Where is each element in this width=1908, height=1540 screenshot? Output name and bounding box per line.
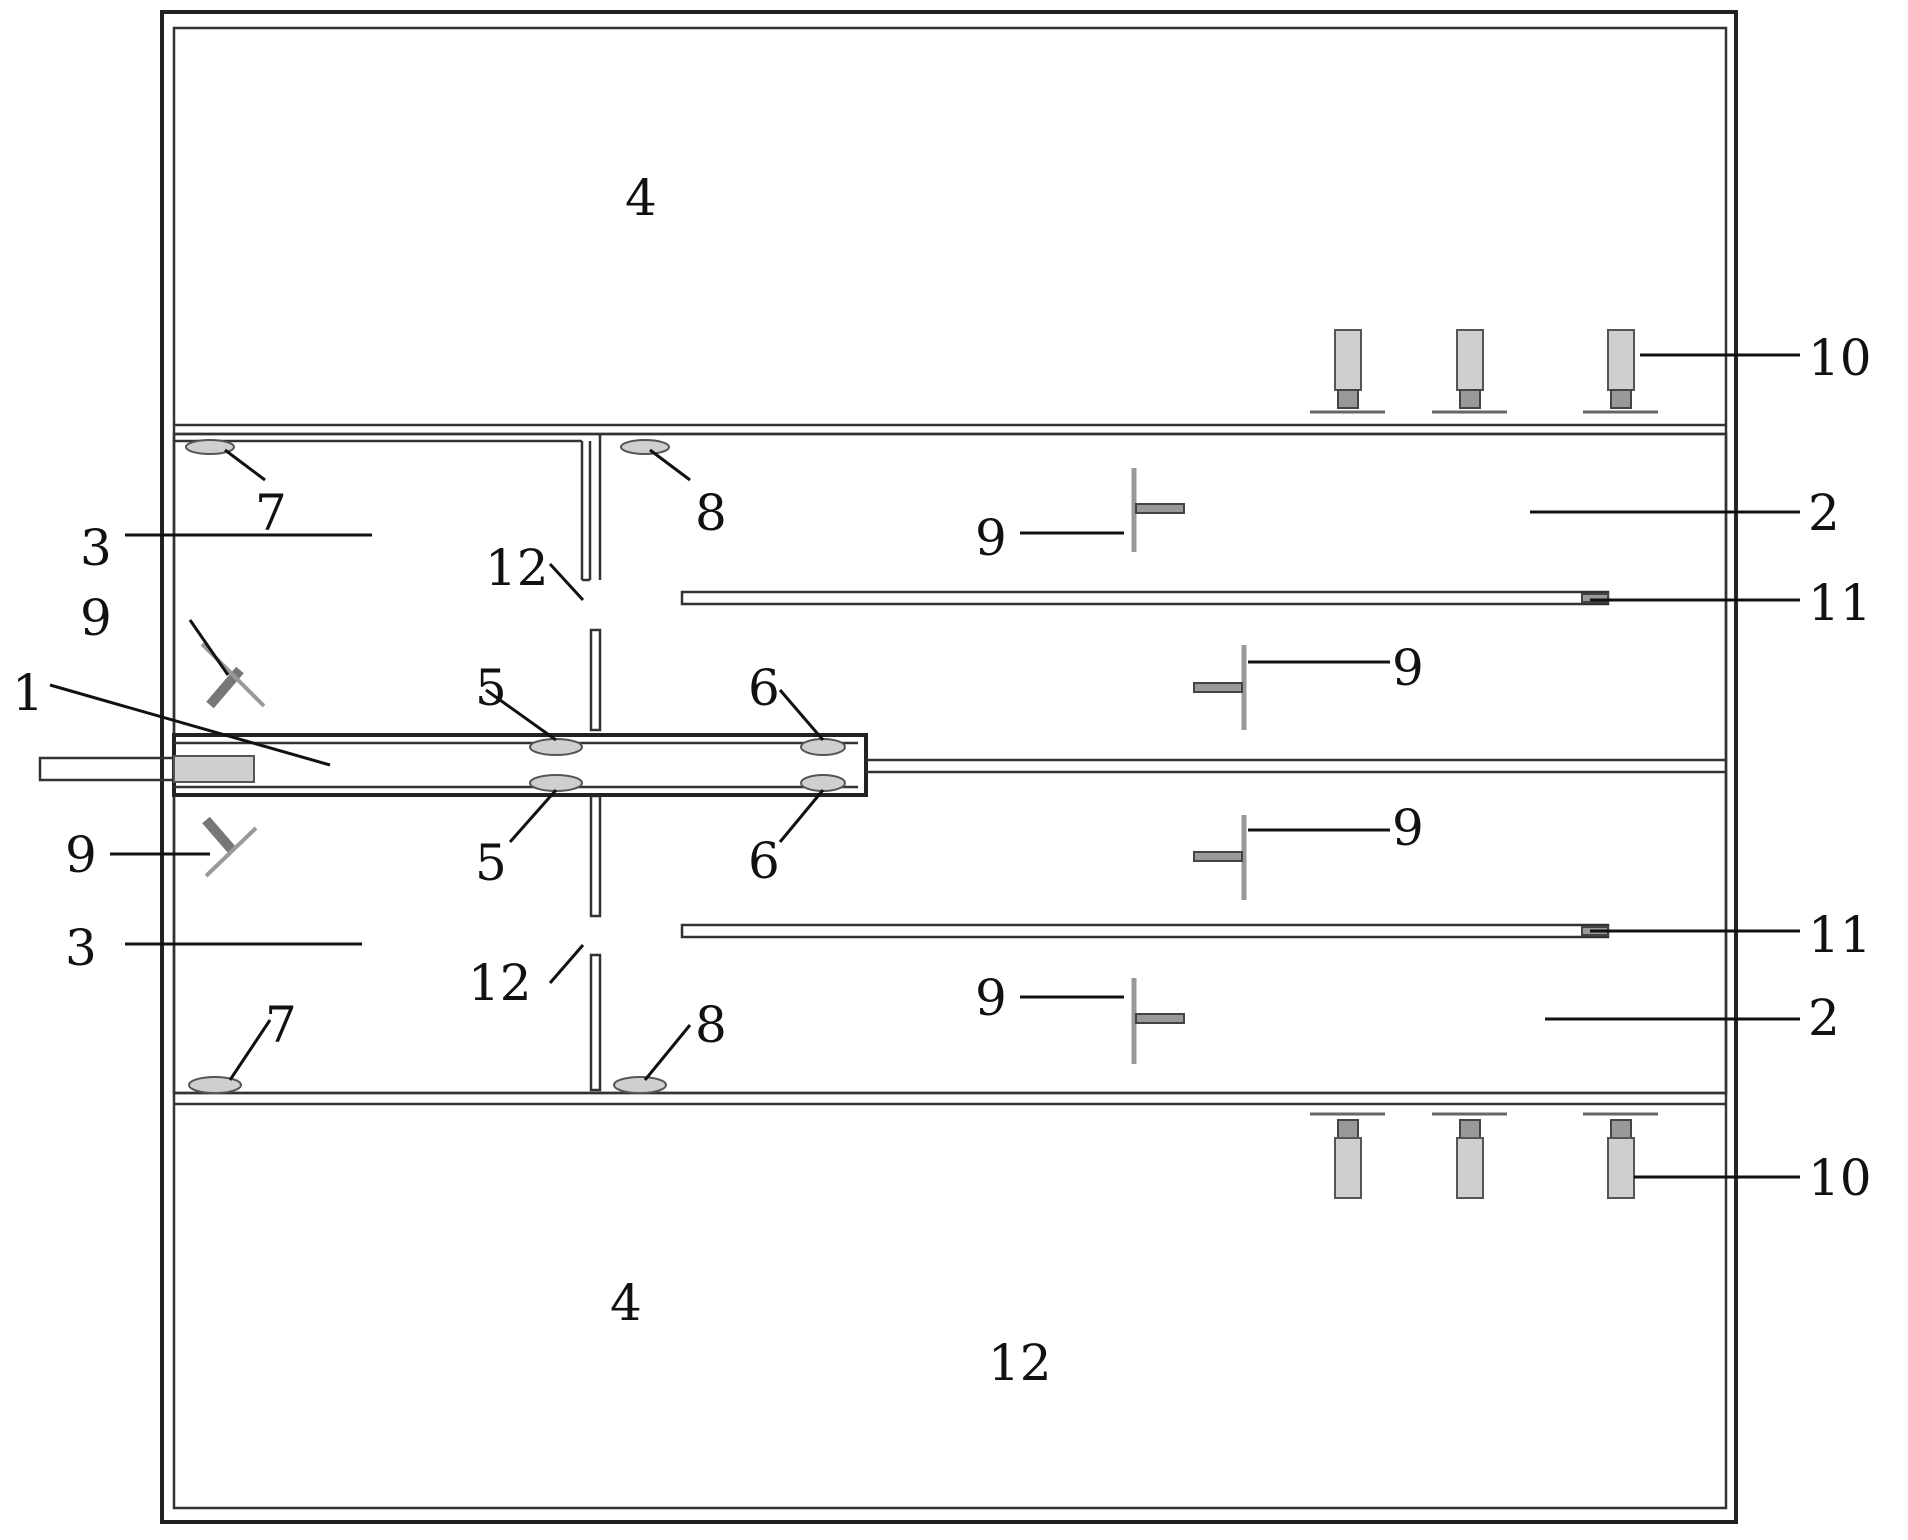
left-upper-compartment xyxy=(174,439,592,582)
leader-lines xyxy=(49,353,1800,1179)
nozzle-5-bottom xyxy=(529,774,583,792)
baffle-lower xyxy=(680,923,1610,939)
label-12-bottom: 12 xyxy=(468,954,532,1012)
heaters-10-bottom xyxy=(1310,1112,1658,1199)
fan-9-right-1 xyxy=(1131,468,1185,552)
fan-9-right-3 xyxy=(1193,815,1247,900)
nozzle-8-bottom xyxy=(613,1076,667,1094)
label-7-top: 7 xyxy=(255,484,287,542)
label-9-b: 9 xyxy=(80,589,112,647)
label-8-top: 8 xyxy=(695,484,727,542)
nozzle-5-top xyxy=(529,738,583,756)
label-11-top: 11 xyxy=(1808,574,1872,632)
lower-chamber xyxy=(174,1091,1726,1106)
label-2-top: 2 xyxy=(1808,484,1840,542)
label-11-bottom: 11 xyxy=(1808,906,1872,964)
label-2-bottom: 2 xyxy=(1808,989,1840,1047)
upper-chamber xyxy=(174,423,1726,436)
fan-9-right-4 xyxy=(1131,978,1185,1064)
nozzle-7-top xyxy=(185,439,235,455)
vertical-partition xyxy=(589,434,602,1092)
central-channel xyxy=(38,733,1726,797)
baffle-upper xyxy=(680,590,1610,606)
middle-region xyxy=(172,432,1728,1095)
label-3-bottom: 3 xyxy=(65,919,97,977)
nozzle-7-bottom xyxy=(188,1076,242,1094)
label-10-bottom: 10 xyxy=(1808,1149,1872,1207)
outer-container xyxy=(160,10,1738,1524)
label-12-chamber: 12 xyxy=(988,1334,1052,1392)
nozzle-8-top xyxy=(620,439,670,455)
label-10-top: 10 xyxy=(1808,329,1872,387)
fan-9-left-lower xyxy=(202,816,258,878)
label-9-c: 9 xyxy=(1392,639,1424,697)
label-9-f: 9 xyxy=(975,969,1007,1027)
label-5-top: 5 xyxy=(475,659,507,717)
label-1: 1 xyxy=(12,664,44,722)
nozzle-6-bottom xyxy=(800,774,846,792)
label-9-e: 9 xyxy=(65,826,97,884)
nozzle-6-top xyxy=(800,738,846,756)
label-9-a: 9 xyxy=(975,509,1007,567)
label-8-bottom: 8 xyxy=(695,996,727,1054)
label-4-top: 4 xyxy=(625,169,657,227)
label-9-d: 9 xyxy=(1392,799,1424,857)
label-5-bottom: 5 xyxy=(475,834,507,892)
label-4-bottom: 4 xyxy=(610,1274,642,1332)
label-6-top: 6 xyxy=(748,659,780,717)
label-7-bottom: 7 xyxy=(265,996,297,1054)
label-6-bottom: 6 xyxy=(748,832,780,890)
heaters-10-top xyxy=(1310,329,1658,414)
label-12-top: 12 xyxy=(485,539,549,597)
fan-9-right-2 xyxy=(1193,645,1247,730)
label-3-top: 3 xyxy=(80,519,112,577)
